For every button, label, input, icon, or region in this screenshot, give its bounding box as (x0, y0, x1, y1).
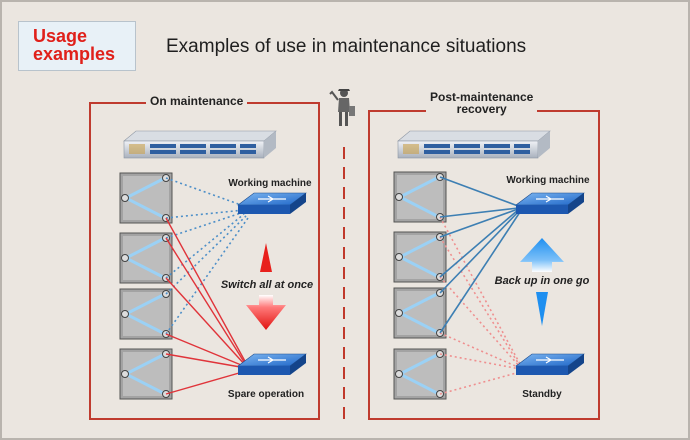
left-working-label: Working machine (228, 178, 312, 189)
left-spare-switch-icon (237, 353, 307, 375)
usage-examples-label: Usage examples (33, 26, 116, 64)
right-standby-switch-icon (515, 353, 585, 375)
right-rack-chassis-icon (397, 130, 551, 159)
right-working-label: Working machine (506, 175, 590, 186)
left-panel-title: On maintenance (146, 95, 248, 107)
right-patch-panel-3 (393, 287, 447, 339)
standby-label: Standby (522, 389, 562, 400)
right-patch-panel-2 (393, 231, 447, 283)
right-patch-panel-1 (393, 171, 447, 223)
right-panel-title: Post-maintenance recovery (426, 91, 538, 115)
right-red-dotted-lines (439, 216, 521, 395)
left-red-solid-lines (165, 217, 247, 395)
left-working-switch-icon (237, 192, 307, 214)
usage-examples-badge: Usage examples (18, 21, 136, 71)
spare-operation-label: Spare operation (228, 389, 304, 400)
page-title: Examples of use in maintenance situation… (166, 36, 527, 57)
left-patch-panel-4 (119, 348, 173, 400)
left-blue-dotted-lines (165, 177, 249, 335)
red-arrow-icon (246, 243, 286, 330)
maintenance-worker-icon (329, 89, 355, 126)
back-up-label: Back up in one go (495, 275, 590, 287)
switch-all-label: Switch all at once (221, 279, 313, 291)
left-patch-panel-3 (119, 288, 173, 340)
right-patch-panel-4 (393, 348, 447, 400)
left-patch-panel-1 (119, 172, 173, 224)
right-working-switch-icon (515, 192, 585, 214)
right-blue-solid-lines (439, 176, 521, 334)
left-rack-chassis-icon (123, 130, 277, 159)
left-patch-panel-2 (119, 232, 173, 284)
blue-arrow-icon (520, 238, 564, 326)
